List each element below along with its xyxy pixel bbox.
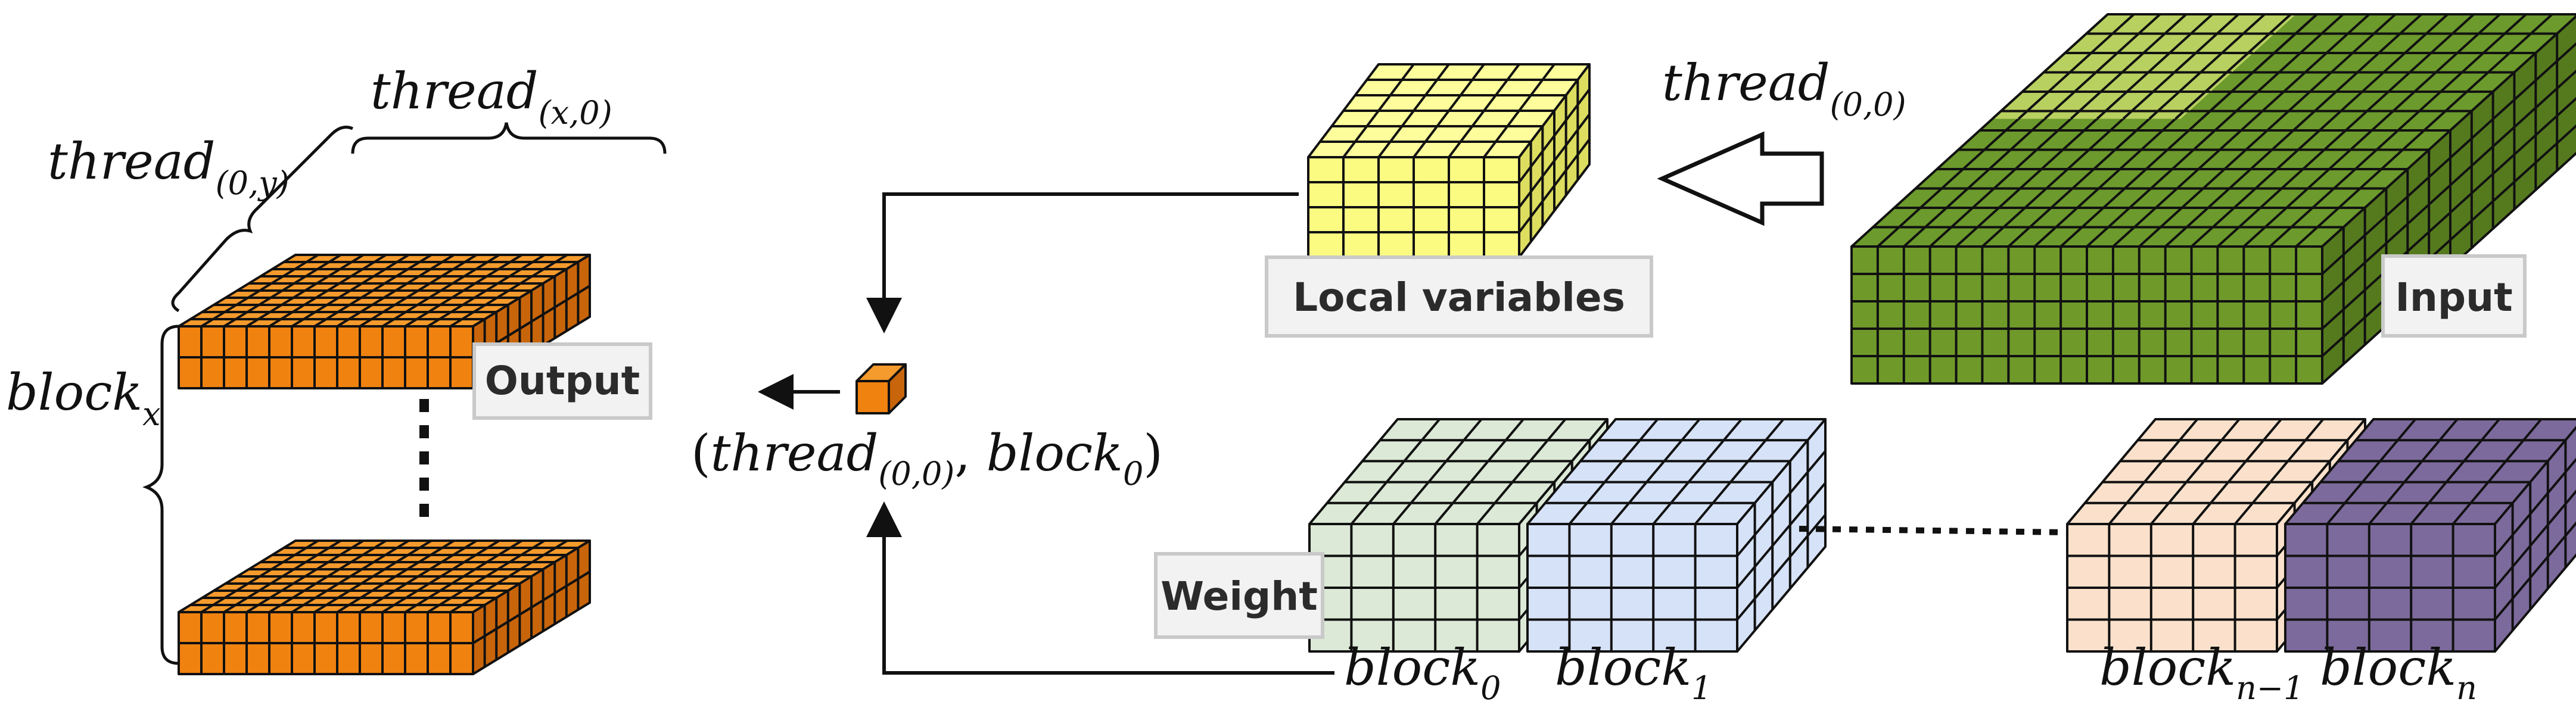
svg-text:Local variables: Local variables	[1293, 275, 1625, 320]
svg-text:Input: Input	[2395, 275, 2512, 320]
input-label: Input	[2381, 254, 2527, 338]
output-slab-bottom-layer-upper	[178, 540, 591, 644]
local-variables-label: Local variables	[1265, 255, 1653, 338]
weight-block-n	[2284, 418, 2576, 653]
thread-y-brace	[171, 126, 354, 313]
weight-ellipsis-dots	[1799, 526, 2068, 535]
output-label: Output	[472, 342, 652, 420]
output-slab-top-layer-upper	[178, 254, 591, 358]
block-n-label: blockn	[2320, 638, 2477, 707]
weight-block-1	[1526, 418, 1827, 653]
front-face	[855, 380, 890, 414]
svg-text:Weight: Weight	[1161, 573, 1318, 619]
thread-x0-label: thread(x,0)	[371, 62, 612, 132]
thread-00-label: thread(0,0)	[1662, 54, 1906, 123]
block-x-brace	[142, 325, 179, 665]
block-n-1-label: blockn−1	[2099, 638, 2304, 707]
block-1-label: block1	[1555, 638, 1712, 707]
thread-x-brace	[351, 122, 667, 154]
top-face	[2284, 418, 2576, 525]
single-thread-cube	[855, 363, 907, 414]
side-face	[888, 363, 907, 414]
thread-block-pair-label: (thread(0,0), block0)	[691, 424, 1163, 492]
output-block	[178, 254, 591, 675]
block-0-label: block0	[1344, 638, 1501, 707]
weight-label: Weight	[1154, 552, 1324, 639]
svg-text:Output: Output	[485, 358, 640, 404]
local-variables-block	[1307, 63, 1591, 258]
arrow-weight-to-cube	[866, 501, 1334, 675]
input-to-local-arrow	[1657, 131, 1824, 226]
arrow-local-to-cube	[866, 192, 1299, 333]
thread-0y-label: thread(0,y)	[48, 132, 290, 202]
block-x-label: blockx	[6, 363, 161, 433]
